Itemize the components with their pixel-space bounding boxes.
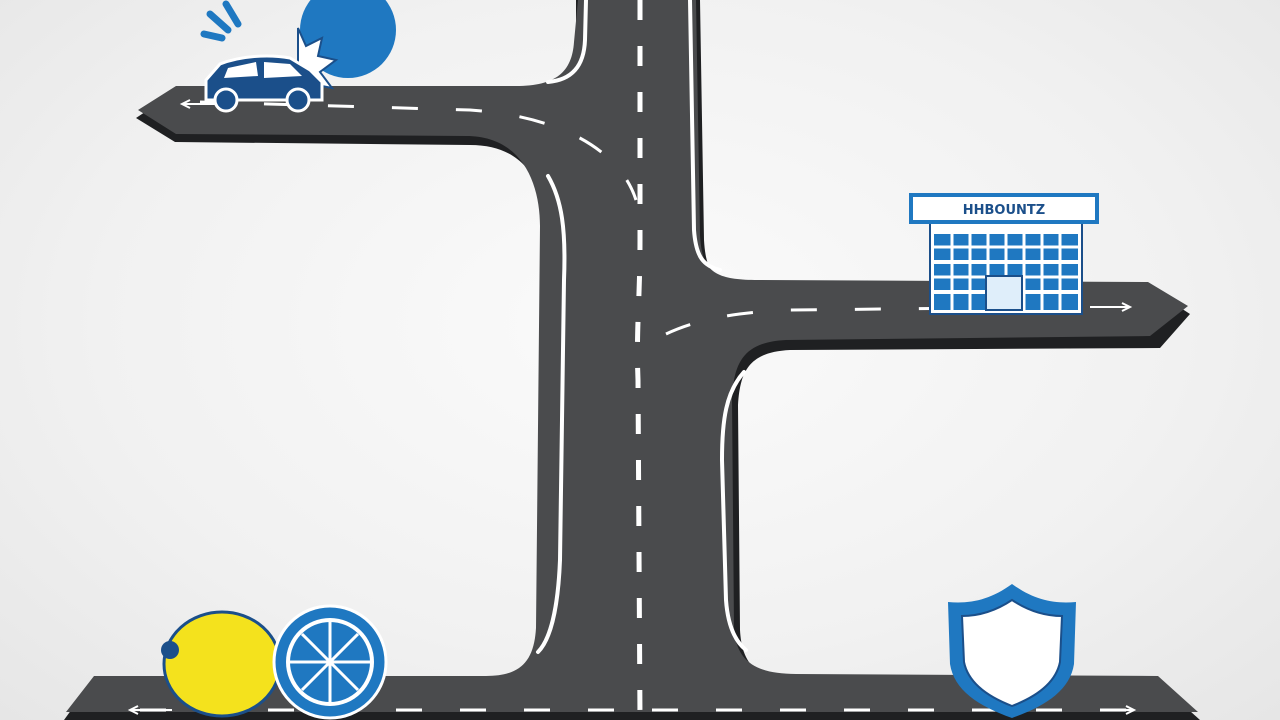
right-edge-line-top: [688, 0, 722, 272]
lemon-tip: [161, 641, 179, 659]
bottom-right-arrow: [1104, 705, 1137, 715]
left-curve-edge: [536, 174, 567, 654]
car-window-front: [224, 62, 258, 78]
store-window-mullions: [934, 234, 1078, 310]
store-sign-text: HHBOUNTZ: [963, 203, 1045, 218]
car-wheel-front: [213, 87, 239, 113]
road-network: [64, 0, 1200, 720]
impact-burst-lines: [200, 0, 242, 42]
shield-inner: [960, 598, 1064, 708]
car-wheel-rear: [285, 87, 311, 113]
lemon-icon: [161, 604, 388, 720]
top-left-arrow: [179, 99, 218, 109]
storefront-icon: HHBOUNTZ: [909, 193, 1099, 315]
store-door: [985, 275, 1023, 311]
right-arrow: [1090, 302, 1133, 312]
lemon-whole: [162, 610, 282, 718]
store-sign: [909, 193, 1099, 224]
top-branch-lane-line: [199, 100, 638, 201]
car-crash-icon: [200, 0, 396, 113]
shield-icon: [948, 584, 1076, 718]
center-lane-line: [634, 0, 643, 720]
car-window-rear: [264, 62, 302, 78]
lemon-slice-segments: [290, 622, 370, 702]
left-edge-line-top: [546, 0, 588, 84]
right-curve-edge: [719, 370, 748, 652]
bottom-left-arrow: [127, 705, 172, 715]
right-branch-lane-line: [665, 305, 1081, 336]
road-surface: [66, 0, 1198, 712]
